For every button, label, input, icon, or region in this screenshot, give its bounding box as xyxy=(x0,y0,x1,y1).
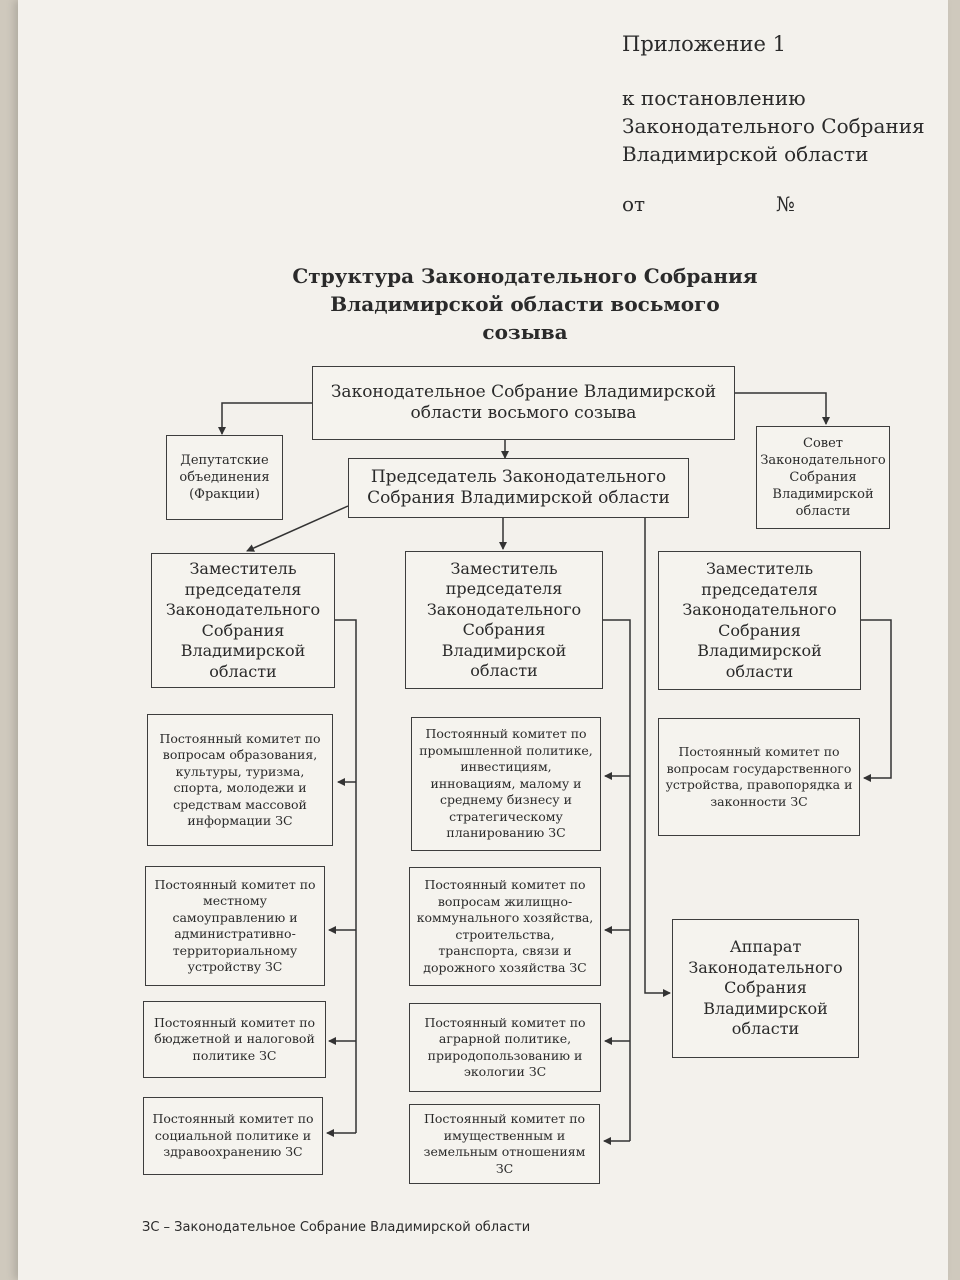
committee-property-box: Постоянный комитет по имущественным и зе… xyxy=(409,1104,600,1184)
title-line-1: Структура Законодательного Собрания xyxy=(292,264,758,288)
chairman-box: Председатель Законодательного Собрания В… xyxy=(348,458,689,518)
committee-education-box: Постоянный комитет по вопросам образован… xyxy=(147,714,333,846)
committee-state-structure-box: Постоянный комитет по вопросам государст… xyxy=(658,718,860,836)
deputy-chairman-left-box: Заместитель председателя Законодательног… xyxy=(151,553,335,688)
committee-budget-box: Постоянный комитет по бюджетной и налого… xyxy=(143,1001,326,1078)
page-title: Структура Законодательного Собрания Влад… xyxy=(290,262,760,346)
apparatus-box: Аппарат Законодательного Собрания Владим… xyxy=(672,919,859,1058)
deputy-chairman-center-box: Заместитель председателя Законодательног… xyxy=(405,551,603,689)
resolution-line-3: Владимирской области xyxy=(622,142,869,166)
date-label: от xyxy=(622,192,646,216)
committee-agrarian-box: Постоянный комитет по аграрной политике,… xyxy=(409,1003,601,1092)
council-box: Совет Законодательного Собрания Владимир… xyxy=(756,426,890,529)
committee-local-government-box: Постоянный комитет по местному самоуправ… xyxy=(145,866,325,986)
resolution-line-2: Законодательного Собрания xyxy=(622,114,925,138)
assembly-box: Законодательное Собрание Владимирской об… xyxy=(312,366,735,440)
number-sign: № xyxy=(776,192,795,216)
resolution-line-1: к постановлению xyxy=(622,86,806,110)
committee-industry-box: Постоянный комитет по промышленной полит… xyxy=(411,717,601,851)
factions-box: Депутатские объединения (Фракции) xyxy=(166,435,283,520)
footnote: ЗС – Законодательное Собрание Владимирск… xyxy=(142,1220,531,1235)
title-line-2: Владимирской области восьмого созыва xyxy=(330,292,720,344)
committee-social-policy-box: Постоянный комитет по социальной политик… xyxy=(143,1097,323,1175)
committee-housing-box: Постоянный комитет по вопросам жилищно-к… xyxy=(409,867,601,986)
appendix-title: Приложение 1 xyxy=(622,32,786,56)
deputy-chairman-right-box: Заместитель председателя Законодательног… xyxy=(658,551,861,690)
